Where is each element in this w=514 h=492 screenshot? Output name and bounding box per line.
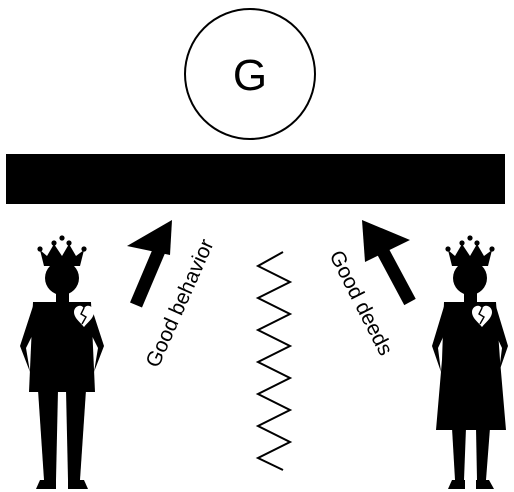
zigzag-spring-icon (258, 252, 290, 470)
arrow-up-left-icon (362, 220, 410, 302)
crowned-woman-figure-icon (432, 235, 508, 489)
g-circle: G (185, 9, 315, 139)
barrier-bar (6, 154, 505, 204)
arrow-up-right-icon (127, 220, 172, 305)
circle-letter: G (233, 51, 267, 100)
crowned-man-figure-icon (20, 235, 104, 489)
